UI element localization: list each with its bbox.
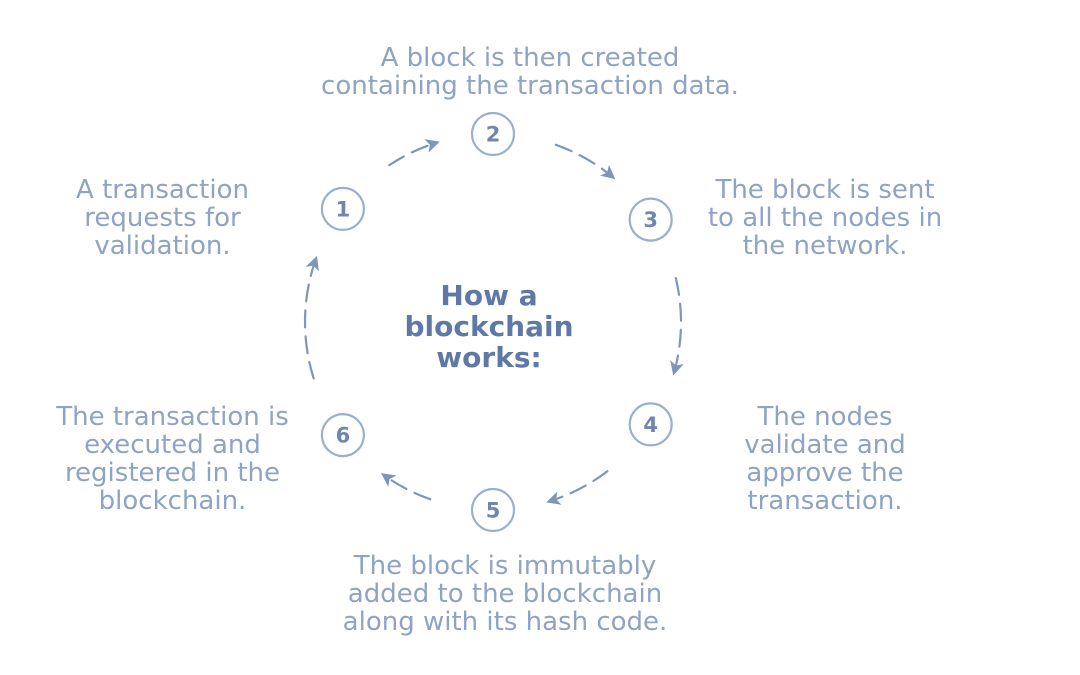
step-4-node: 4 [628, 402, 673, 447]
step-5-description: The block is immutably added to the bloc… [310, 552, 700, 636]
step-2-line-1: A block is then created [380, 43, 680, 73]
step-3-number: 3 [643, 208, 658, 232]
step-4-number: 4 [643, 413, 658, 437]
arrow-1-to-2 [388, 139, 440, 167]
step-1-line-3: validation. [94, 231, 231, 261]
diagram-title: How a blockchain works: [389, 280, 589, 373]
step-2-number: 2 [486, 123, 501, 147]
title-line-2: blockchain [404, 310, 574, 343]
step-6-number: 6 [336, 424, 351, 448]
title-line-3: works: [436, 341, 542, 374]
step-6-description: The transaction is executed and register… [40, 403, 305, 515]
step-1-circle [320, 186, 365, 231]
step-5-number: 5 [486, 499, 501, 523]
step-6-line-4: blockchain. [98, 486, 247, 516]
step-1-number: 1 [336, 197, 351, 221]
step-6-line-3: registered in the [64, 458, 281, 488]
step-4-line-2: validate and [744, 430, 906, 460]
step-2-circle [470, 111, 516, 157]
cycle-nodes: 1 2 3 4 5 6 [320, 111, 673, 533]
step-1-line-2: requests for [84, 203, 241, 233]
step-5-node: 5 [470, 487, 516, 533]
step-6-line-2: executed and [84, 430, 261, 460]
step-6-circle [320, 413, 365, 458]
step-2-line-2: containing the transaction data. [321, 71, 739, 101]
title-line-1: How a [440, 279, 538, 312]
step-6-node: 6 [320, 413, 365, 458]
step-5-line-2: added to the blockchain [347, 579, 663, 609]
step-1-description: A transaction requests for validation. [40, 176, 285, 260]
step-4-circle [628, 402, 673, 447]
step-2-description: A block is then created containing the t… [300, 44, 760, 100]
step-5-line-3: along with its hash code. [342, 607, 668, 637]
arrow-2-to-3 [554, 143, 616, 180]
arrow-3-to-4 [670, 277, 684, 376]
step-3-circle [628, 197, 673, 242]
step-2-node: 2 [470, 111, 516, 157]
step-5-circle [470, 487, 516, 533]
cycle-arrows [303, 139, 684, 505]
arrow-5-to-6 [380, 473, 432, 501]
step-1-line-1: A transaction [76, 175, 249, 205]
step-4-line-3: approve the [746, 458, 904, 488]
step-4-description: The nodes validate and approve the trans… [715, 403, 935, 515]
step-3-line-1: The block is sent [715, 175, 935, 205]
step-3-line-2: to all the nodes in [707, 203, 943, 233]
step-3-line-3: the network. [742, 231, 908, 261]
arrow-6-to-1 [303, 255, 319, 380]
step-4-line-4: transaction. [747, 486, 903, 516]
step-3-description: The block is sent to all the nodes in th… [690, 176, 960, 260]
step-6-line-1: The transaction is [56, 402, 289, 432]
step-4-line-1: The nodes [757, 402, 893, 432]
arrow-4-to-5 [546, 470, 609, 505]
step-1-node: 1 [320, 186, 365, 231]
step-3-node: 3 [628, 197, 673, 242]
step-5-line-1: The block is immutably [353, 551, 657, 581]
